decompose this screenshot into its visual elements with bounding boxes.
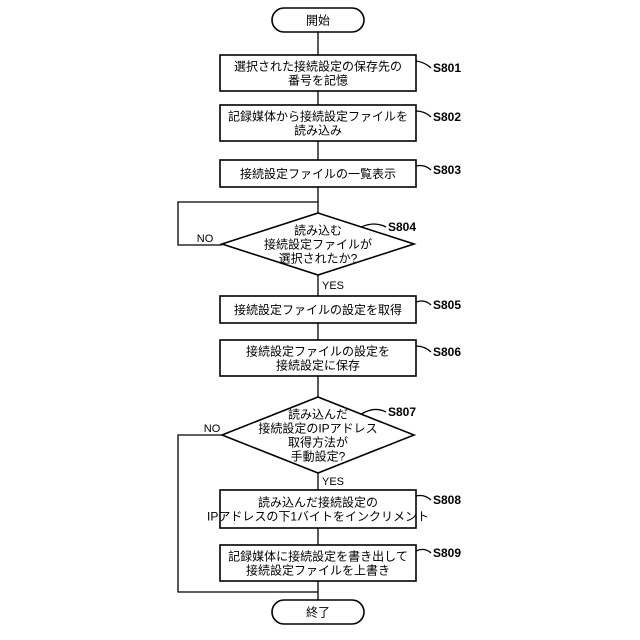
s804-no-label: NO [197, 233, 214, 245]
step-text-s807-line-3: 取得方法が [288, 435, 348, 450]
step-leader-s807 [361, 409, 386, 414]
step-leader-s802 [416, 111, 431, 117]
step-text-s807-line-2: 接続設定のIPアドレス [258, 421, 377, 436]
s807-yes-label: YES [322, 476, 344, 488]
step-leader-s804 [361, 224, 386, 227]
step-text-s808-line-1: 読み込んだ接続設定の [258, 495, 378, 510]
end-label: 終了 [306, 605, 330, 620]
step-id-s807: S807 [388, 405, 416, 419]
step-text-s804-line-3: 選択されたか? [279, 252, 358, 266]
step-leader-s808 [416, 496, 431, 501]
step-text-s807-line-4: 手動設定? [291, 449, 346, 464]
step-text-s806-line-1: 接続設定ファイルの設定を [246, 344, 390, 359]
step-text-s803-line-1: 接続設定ファイルの一覧表示 [240, 166, 396, 181]
start-label: 開始 [306, 14, 330, 28]
step-text-s806-line-2: 接続設定に保存 [276, 358, 360, 373]
step-id-s803: S803 [433, 163, 461, 177]
step-text-s804-line-1: 読み込む [294, 223, 342, 238]
flow-nodes: 選択された接続設定の保存先の番号を記憶 S801 記録媒体から接続設定ファイルを読み… [207, 55, 461, 581]
step-id-s804: S804 [388, 220, 416, 234]
step-text-s801-line-2: 番号を記憶 [288, 73, 348, 88]
step-id-s805: S805 [433, 298, 461, 312]
step-leader-s805 [416, 301, 431, 305]
step-text-s801-line-1: 選択された接続設定の保存先の [234, 59, 402, 74]
step-text-s802-line-2: 読み込み [294, 123, 342, 138]
s807-no-label: NO [204, 423, 221, 435]
step-text-s804-line-2: 接続設定ファイルが [264, 237, 372, 252]
step-id-s808: S808 [433, 493, 461, 507]
step-id-s809: S809 [433, 546, 461, 560]
step-text-s808-line-2: IPアドレスの下1バイトをインクリメント [207, 510, 429, 524]
step-text-s809-line-2: 接続設定ファイルを上書き [246, 563, 390, 578]
step-id-s801: S801 [433, 61, 461, 75]
step-text-s807-line-1: 読み込んだ [288, 407, 348, 422]
step-text-s805-line-1: 接続設定ファイルの設定を取得 [234, 302, 402, 317]
step-text-s802-line-1: 記録媒体から接続設定ファイルを [228, 109, 408, 124]
step-leader-s809 [416, 549, 431, 553]
s804-yes-label: YES [322, 280, 344, 292]
step-leader-s803 [416, 166, 431, 171]
step-id-s806: S806 [433, 345, 461, 359]
step-leader-s801 [416, 61, 431, 68]
step-text-s809-line-1: 記録媒体に接続設定を書き出して [228, 549, 408, 564]
step-id-s802: S802 [433, 110, 461, 124]
step-leader-s806 [416, 346, 431, 352]
